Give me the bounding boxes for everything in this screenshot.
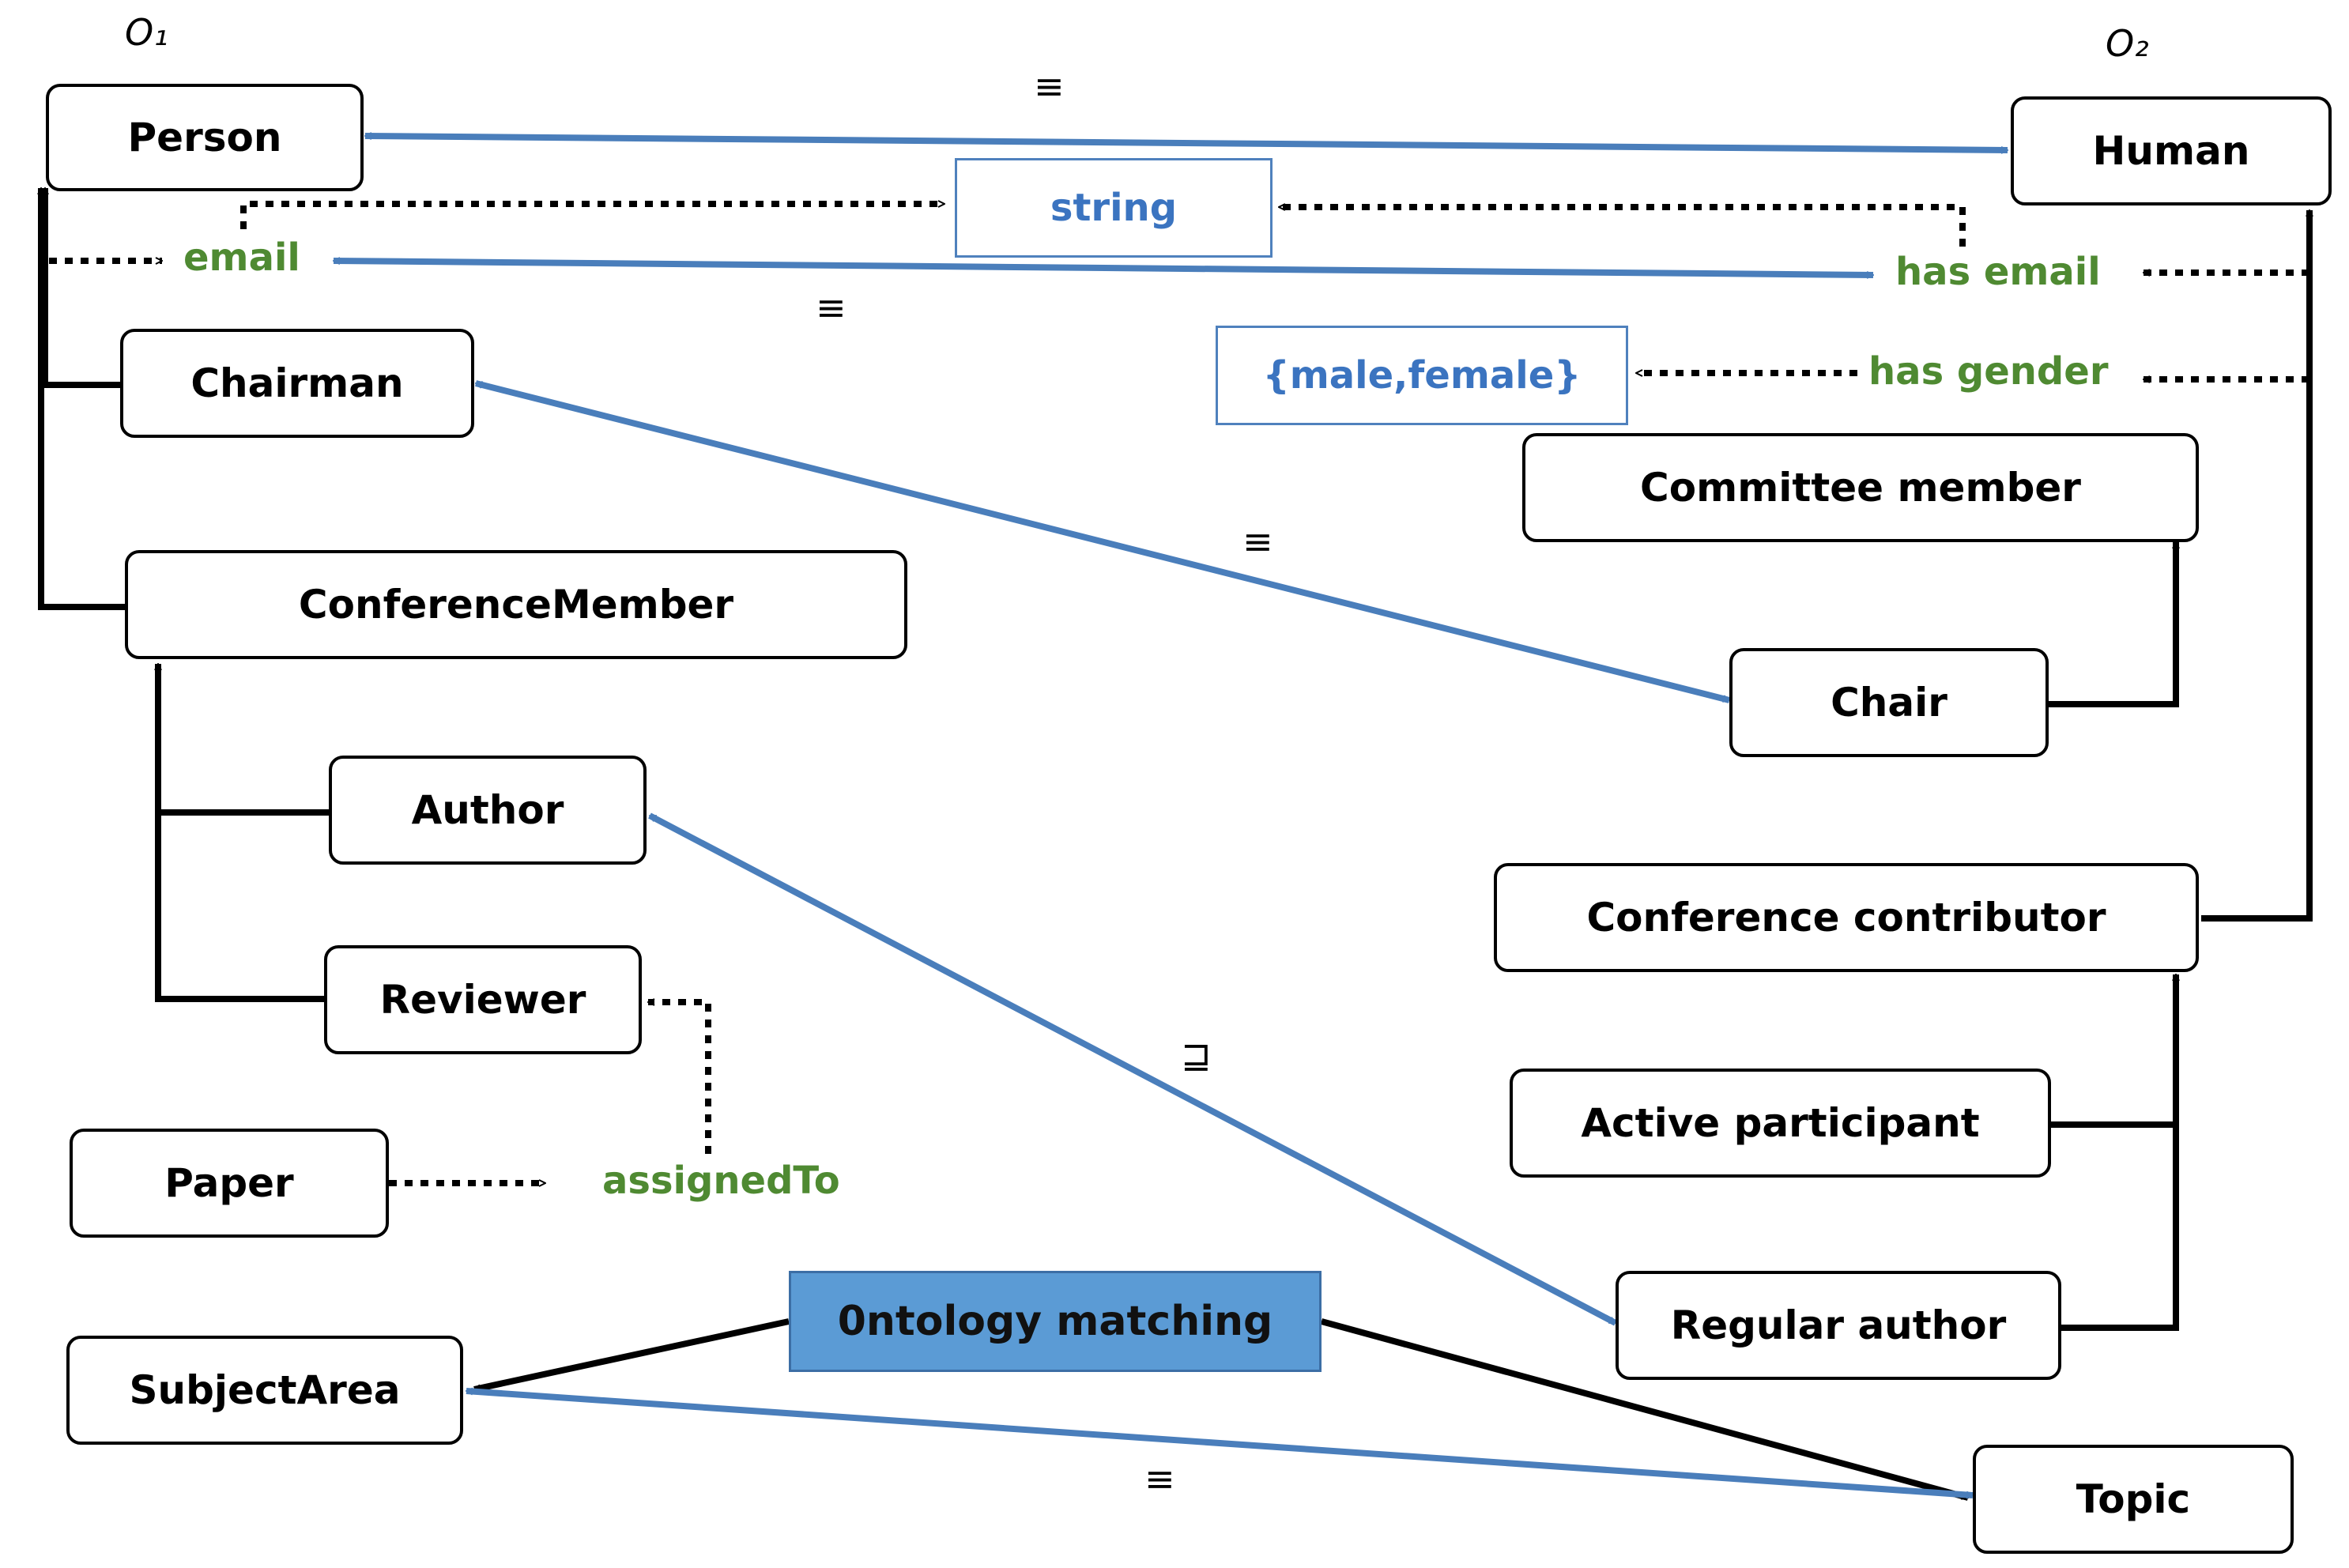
class-chairman[interactable]: Chairman <box>120 329 474 438</box>
class-author[interactable]: Author <box>329 756 647 865</box>
subclass-edge-chairman-person <box>45 188 120 388</box>
correspondence-person-human <box>365 136 2008 150</box>
class-regular-author[interactable]: Regular author <box>1616 1271 2061 1380</box>
subclass-edge-chair-committee <box>2049 542 2176 707</box>
correspondence-author-regularauthor <box>650 812 1616 1326</box>
ontology-matching-box[interactable]: 0ntology matching <box>789 1271 1322 1372</box>
class-chair[interactable]: Chair <box>1729 648 2049 757</box>
correspondence-chairman-chair <box>476 380 1729 703</box>
property-email[interactable]: email <box>183 236 300 280</box>
class-reviewer[interactable]: Reviewer <box>324 945 642 1054</box>
subclass-edge-reviewer-conferencemember <box>155 812 324 1002</box>
property-has-email[interactable]: has email <box>1895 250 2101 294</box>
subclass-edge-conferencemember-person <box>41 188 125 610</box>
class-active-participant[interactable]: Active participant <box>1510 1069 2051 1178</box>
datatype-gender-values[interactable]: {male,female} <box>1216 326 1628 425</box>
relation-symbol-chairman-chair: ≡ <box>1242 520 1273 563</box>
class-human[interactable]: Human <box>2011 96 2332 205</box>
correspondence-email-hasemail <box>334 261 1873 275</box>
class-topic[interactable]: Topic <box>1973 1445 2294 1554</box>
subclass-edge-contributor-human <box>2201 210 2309 922</box>
range-edge-assignedto-reviewer <box>648 1002 711 1154</box>
class-conference-contributor[interactable]: Conference contributor <box>1494 863 2199 972</box>
relation-symbol-email-hasemail: ≡ <box>816 286 846 329</box>
ontology-label-o2: O₂ <box>2106 22 2149 65</box>
ontology-label-o1: O₁ <box>125 11 168 54</box>
subclass-edge-regular-contributor <box>2061 1125 2179 1331</box>
subclass-edge-active-contributor <box>2051 974 2176 1128</box>
class-committee-member[interactable]: Committee member <box>1522 433 2199 542</box>
property-assigned-to[interactable]: assignedTo <box>602 1159 840 1203</box>
property-has-gender[interactable]: has gender <box>1868 349 2109 394</box>
class-subject-area[interactable]: SubjectArea <box>66 1336 463 1445</box>
matcher-edge-subjectarea <box>474 1318 790 1393</box>
datatype-string[interactable]: string <box>955 158 1273 258</box>
subclass-edge-author-conferencemember <box>158 664 329 816</box>
relation-symbol-person-human: ≡ <box>1034 65 1065 107</box>
range-edge-email-string <box>240 204 945 229</box>
correspondence-subjectarea-topic <box>466 1391 1973 1495</box>
class-conference-member[interactable]: ConferenceMember <box>125 550 907 659</box>
relation-symbol-subjectarea-topic: ≡ <box>1144 1457 1175 1500</box>
relation-symbol-author-regularauthor: ⊒ <box>1181 1034 1212 1076</box>
class-paper[interactable]: Paper <box>70 1129 389 1238</box>
class-person[interactable]: Person <box>46 84 364 191</box>
range-edge-hasemail-string <box>1279 207 1966 247</box>
